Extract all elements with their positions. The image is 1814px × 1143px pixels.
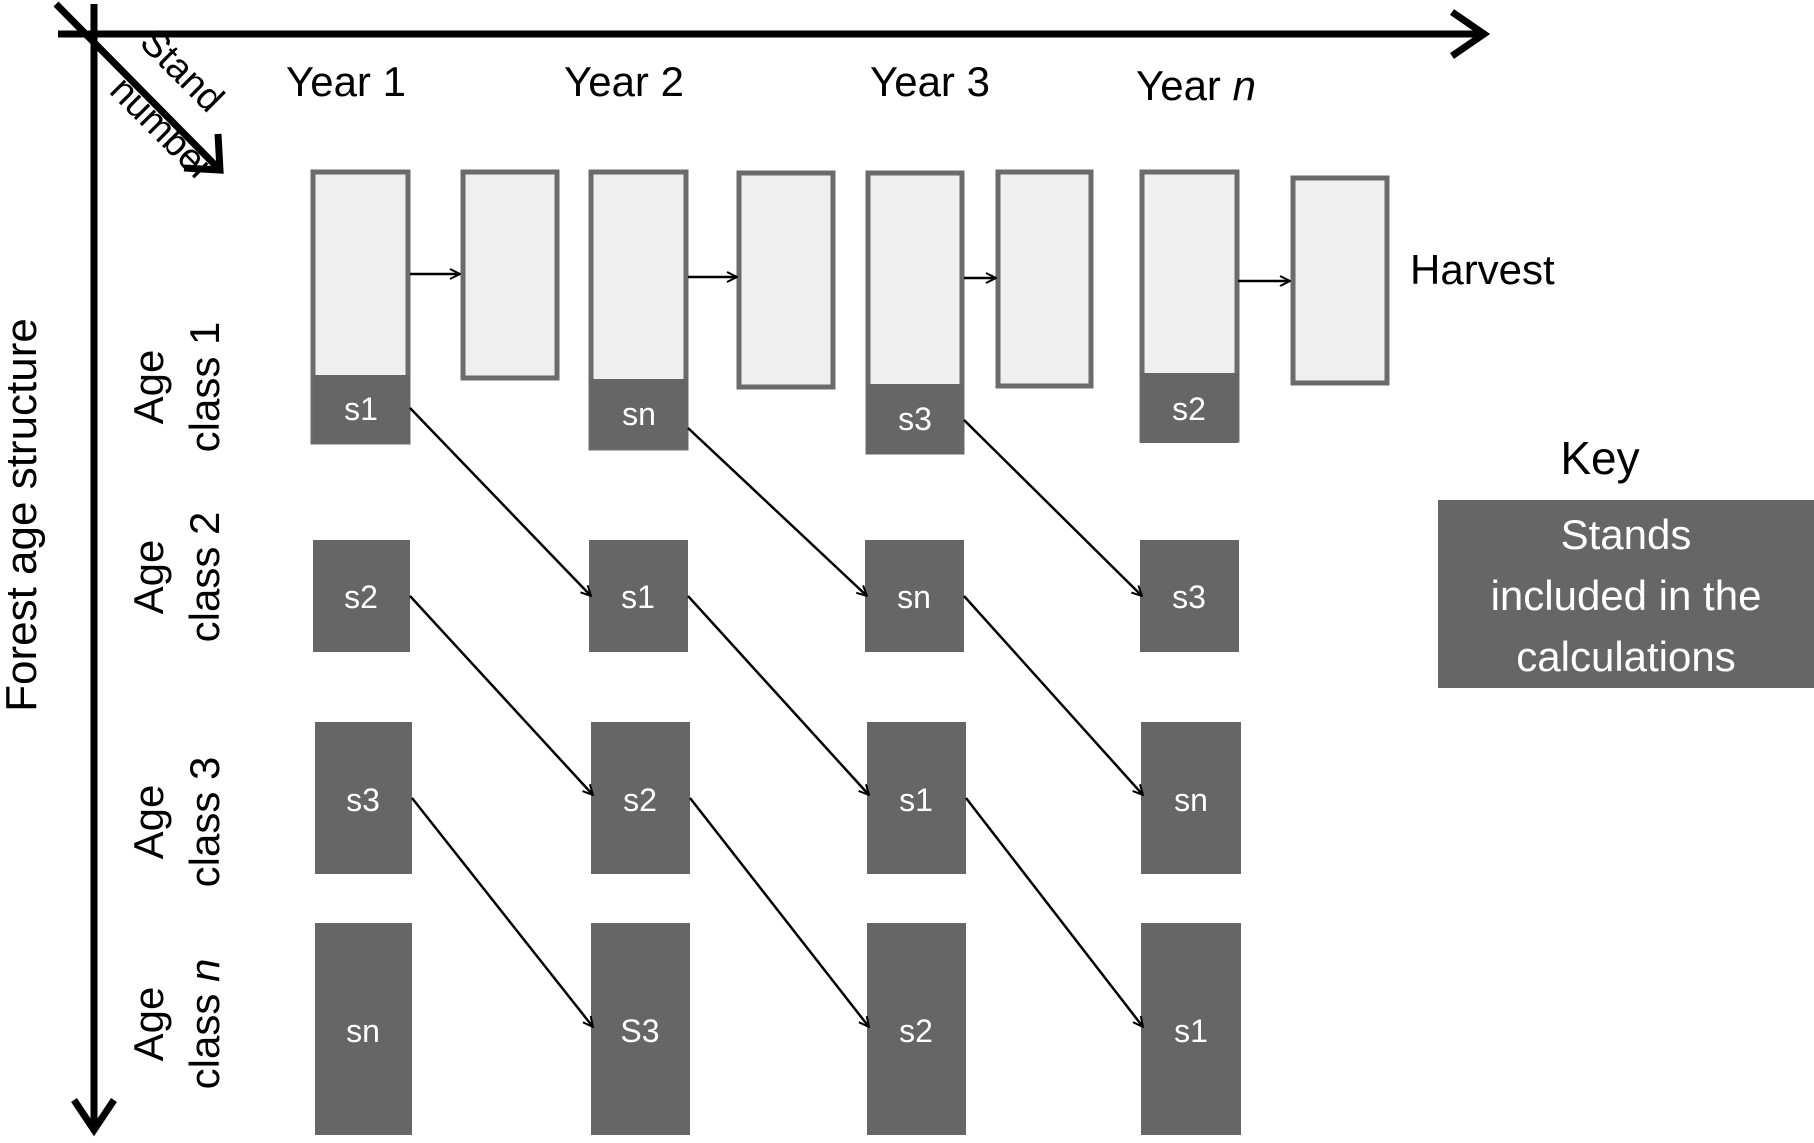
forest-age-structure-label: Forest age structure [0, 318, 46, 712]
stand-label: s1 [621, 579, 655, 615]
year-headers: Year 1 Year 2 Year 3 Year n [286, 58, 1256, 109]
harvest-arrows [410, 274, 1290, 281]
axes [53, 1, 1491, 1137]
stands-row4: sn S3 s2 s1 [315, 923, 1241, 1135]
age-class-label-line2: class 2 [181, 512, 228, 643]
stand-box [591, 923, 690, 1135]
stand-box [867, 923, 966, 1135]
stands-row1: s1 sn s3 s2 [313, 373, 1238, 454]
stand-label: s1 [1174, 1013, 1208, 1049]
stands-row2: s2 s1 sn s3 [313, 540, 1239, 652]
arrow [409, 595, 593, 795]
stand-label: s3 [898, 401, 932, 437]
year-header: Year n [1136, 62, 1256, 109]
stand-box [1141, 923, 1241, 1135]
stand-label: s2 [899, 1013, 933, 1049]
aging-arrows [409, 407, 1143, 1027]
arrow [689, 797, 869, 1027]
age-class-label-line2: class 1 [181, 322, 228, 453]
arrow [963, 595, 1143, 795]
stand-column [1290, 175, 1390, 386]
age-class-label-line2: class 3 [181, 757, 228, 888]
stand-column [460, 169, 560, 381]
age-class-label-line1: Age [125, 987, 172, 1062]
key-title: Key [1560, 432, 1639, 484]
key: Key Stands included in the calculations [1438, 432, 1814, 688]
stand-label: s3 [1172, 579, 1206, 615]
stand-box [1141, 722, 1241, 874]
age-class-label-line1: Age [125, 350, 172, 425]
stand-box [315, 923, 412, 1135]
stand-label: sn [1174, 782, 1208, 818]
key-text-line: calculations [1516, 633, 1735, 680]
stand-box [1140, 540, 1239, 652]
stand-label: s3 [346, 782, 380, 818]
harvest-label: Harvest [1410, 246, 1555, 293]
stand-box [867, 722, 966, 874]
stand-box [591, 722, 690, 874]
key-text-line: Stands [1561, 511, 1692, 558]
year-header: Year 2 [564, 58, 684, 105]
year-header: Year 3 [870, 58, 990, 105]
stand-label: s2 [623, 782, 657, 818]
stand-label: s2 [1172, 391, 1206, 427]
horizontal-axis-arrowhead [1450, 9, 1491, 59]
key-text-line: included in the [1491, 572, 1762, 619]
stand-box [866, 384, 964, 454]
stand-box [313, 375, 410, 443]
age-class-label-line1: Age [125, 540, 172, 615]
arrow [963, 419, 1142, 596]
stand-box [590, 379, 688, 449]
diagonal-axis-arrowhead [183, 133, 224, 174]
stand-label: sn [346, 1013, 380, 1049]
arrow [411, 797, 593, 1027]
stand-box [589, 540, 688, 652]
stand-label: sn [897, 579, 931, 615]
diagonal-axis-line [53, 1, 219, 169]
stand-label: s1 [899, 782, 933, 818]
stand-label: sn [622, 396, 656, 432]
age-class-label-line1: Age [125, 785, 172, 860]
stand-label: S3 [620, 1013, 659, 1049]
arrow [687, 595, 869, 795]
age-class-label-line2: class n [181, 959, 228, 1090]
year-header: Year 1 [286, 58, 406, 105]
arrow [409, 407, 591, 596]
stand-label: s1 [344, 391, 378, 427]
age-class-labels: Age class 1 Age class 2 Age class 3 Age … [125, 322, 228, 1090]
arrow [965, 797, 1143, 1027]
vertical-axis-arrowhead [71, 1098, 117, 1137]
arrow [687, 427, 867, 596]
stand-box [313, 540, 410, 652]
key-swatch [1438, 500, 1814, 688]
stand-box [865, 540, 964, 652]
stand-box [315, 722, 412, 874]
stand-column [736, 170, 836, 390]
stands-row3: s3 s2 s1 sn [315, 722, 1241, 874]
stand-column [995, 169, 1094, 389]
stand-label: s2 [344, 579, 378, 615]
stand-box [1140, 373, 1238, 443]
